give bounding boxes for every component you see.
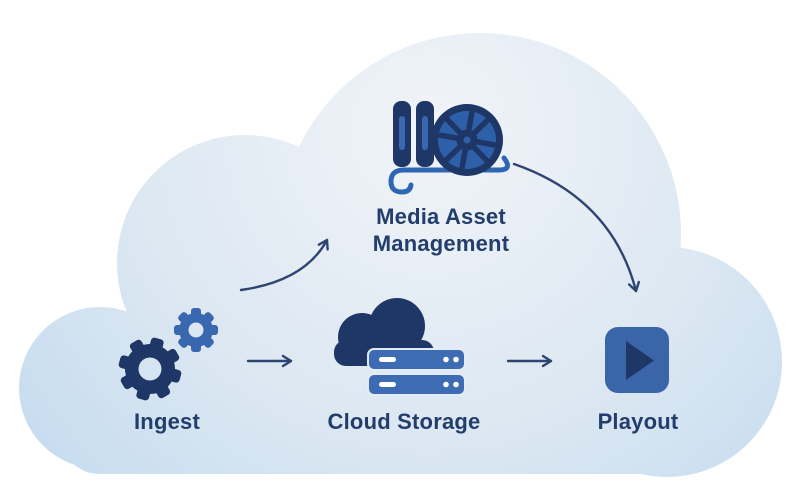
- ingest-label: Ingest: [134, 409, 200, 434]
- film-reel: [431, 104, 503, 176]
- tape-cases: [393, 101, 434, 167]
- big-gear: [118, 337, 182, 401]
- server-racks: [367, 348, 466, 396]
- arrow-ingest-to-mam: [239, 238, 329, 292]
- cloud-servers-icon: [334, 298, 466, 396]
- arrow-mam-to-playout: [512, 162, 641, 293]
- film-strip-line: [388, 155, 510, 195]
- cloud-storage-label: Cloud Storage: [327, 409, 481, 434]
- play-triangle: [626, 341, 654, 380]
- small-gear: [174, 308, 218, 352]
- play-button-icon: [605, 327, 669, 393]
- cloud-base: [60, 330, 690, 474]
- playout-label: Playout: [597, 409, 679, 434]
- media-asset-management-label: Media Asset Management: [372, 204, 510, 256]
- film-reel-icon: [388, 101, 510, 195]
- gears-icon: [118, 308, 218, 401]
